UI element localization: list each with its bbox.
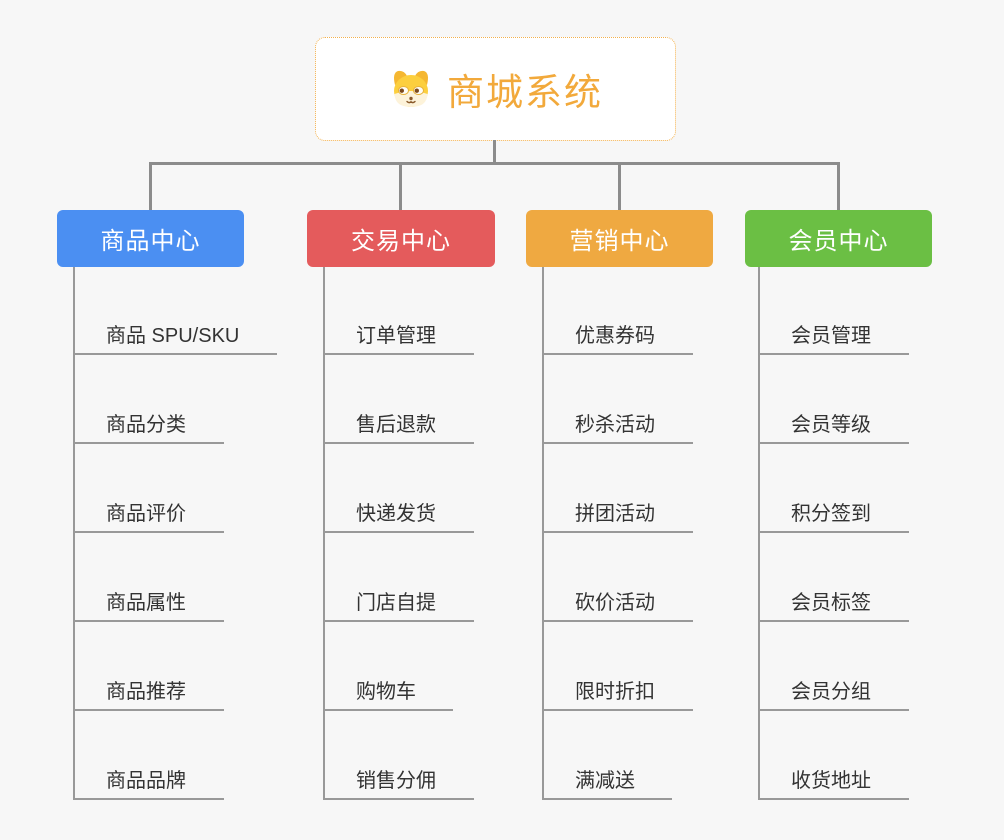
leaf-node[interactable]: 商品推荐 (73, 667, 224, 711)
leaf-node[interactable]: 会员分组 (758, 667, 909, 711)
connector-branch-stub (399, 162, 402, 211)
leaf-label: 会员标签 (791, 592, 871, 614)
leaf-label: 商品属性 (106, 592, 186, 614)
leaf-node[interactable]: 收货地址 (758, 756, 909, 800)
leaf-label: 商品分类 (106, 414, 186, 436)
leaf-node[interactable]: 商品品牌 (73, 756, 224, 800)
leaf-label: 商品 SPU/SKU (106, 325, 240, 347)
leaf-label: 优惠券码 (575, 325, 655, 347)
branch-label: 会员中心 (788, 228, 889, 255)
leaf-node[interactable]: 砍价活动 (542, 578, 693, 622)
leaf-node[interactable]: 会员管理 (758, 311, 909, 355)
leaf-label: 会员等级 (791, 414, 871, 436)
branch-node-marketing-center[interactable]: 营销中心 (526, 210, 713, 267)
connector-horizontal-rail (149, 162, 840, 165)
connector-branch-stub (837, 162, 840, 211)
leaf-node[interactable]: 会员标签 (758, 578, 909, 622)
branch-node-member-center[interactable]: 会员中心 (745, 210, 932, 267)
branch-node-product-center[interactable]: 商品中心 (57, 210, 244, 267)
leaf-label: 积分签到 (791, 503, 871, 525)
leaf-label: 会员管理 (791, 325, 871, 347)
leaf-node[interactable]: 商品评价 (73, 489, 224, 533)
leaf-label: 满减送 (575, 770, 635, 792)
leaf-label: 秒杀活动 (575, 414, 655, 436)
leaf-label: 快递发货 (356, 503, 436, 525)
connector-branch-stub (618, 162, 621, 211)
leaf-node[interactable]: 积分签到 (758, 489, 909, 533)
branch-label: 商品中心 (100, 228, 201, 255)
connector-branch-stub (149, 162, 152, 211)
leaf-label: 商品品牌 (106, 770, 186, 792)
leaf-node[interactable]: 门店自提 (323, 578, 474, 622)
root-node[interactable]: 商城系统 (315, 37, 676, 141)
leaf-label: 限时折扣 (575, 681, 655, 703)
dog-face-icon (388, 68, 434, 110)
leaf-node[interactable]: 购物车 (323, 667, 453, 711)
leaf-label: 购物车 (356, 681, 416, 703)
leaf-label: 订单管理 (356, 325, 436, 347)
leaf-label: 商品评价 (106, 503, 186, 525)
leaf-node[interactable]: 商品属性 (73, 578, 224, 622)
leaf-node[interactable]: 销售分佣 (323, 756, 474, 800)
leaf-label: 收货地址 (791, 770, 871, 792)
branch-node-trade-center[interactable]: 交易中心 (307, 210, 495, 267)
branch-label: 交易中心 (351, 228, 451, 255)
leaf-label: 售后退款 (356, 414, 436, 436)
leaf-label: 商品推荐 (106, 681, 186, 703)
leaf-node[interactable]: 优惠券码 (542, 311, 693, 355)
leaf-node[interactable]: 拼团活动 (542, 489, 693, 533)
leaf-node[interactable]: 商品 SPU/SKU (73, 311, 277, 355)
leaf-label: 会员分组 (791, 681, 871, 703)
leaf-node[interactable]: 满减送 (542, 756, 672, 800)
leaf-label: 拼团活动 (575, 503, 655, 525)
leaf-node[interactable]: 商品分类 (73, 400, 224, 444)
branch-label: 营销中心 (569, 228, 670, 255)
leaf-node[interactable]: 订单管理 (323, 311, 474, 355)
leaf-node[interactable]: 快递发货 (323, 489, 474, 533)
leaf-node[interactable]: 秒杀活动 (542, 400, 693, 444)
leaf-node[interactable]: 售后退款 (323, 400, 474, 444)
connector-root-stub (493, 140, 496, 164)
root-title: 商城系统 (447, 72, 603, 113)
leaf-label: 砍价活动 (575, 592, 655, 614)
leaf-label: 销售分佣 (356, 770, 436, 792)
leaf-node[interactable]: 限时折扣 (542, 667, 693, 711)
leaf-label: 门店自提 (356, 592, 436, 614)
leaf-node[interactable]: 会员等级 (758, 400, 909, 444)
